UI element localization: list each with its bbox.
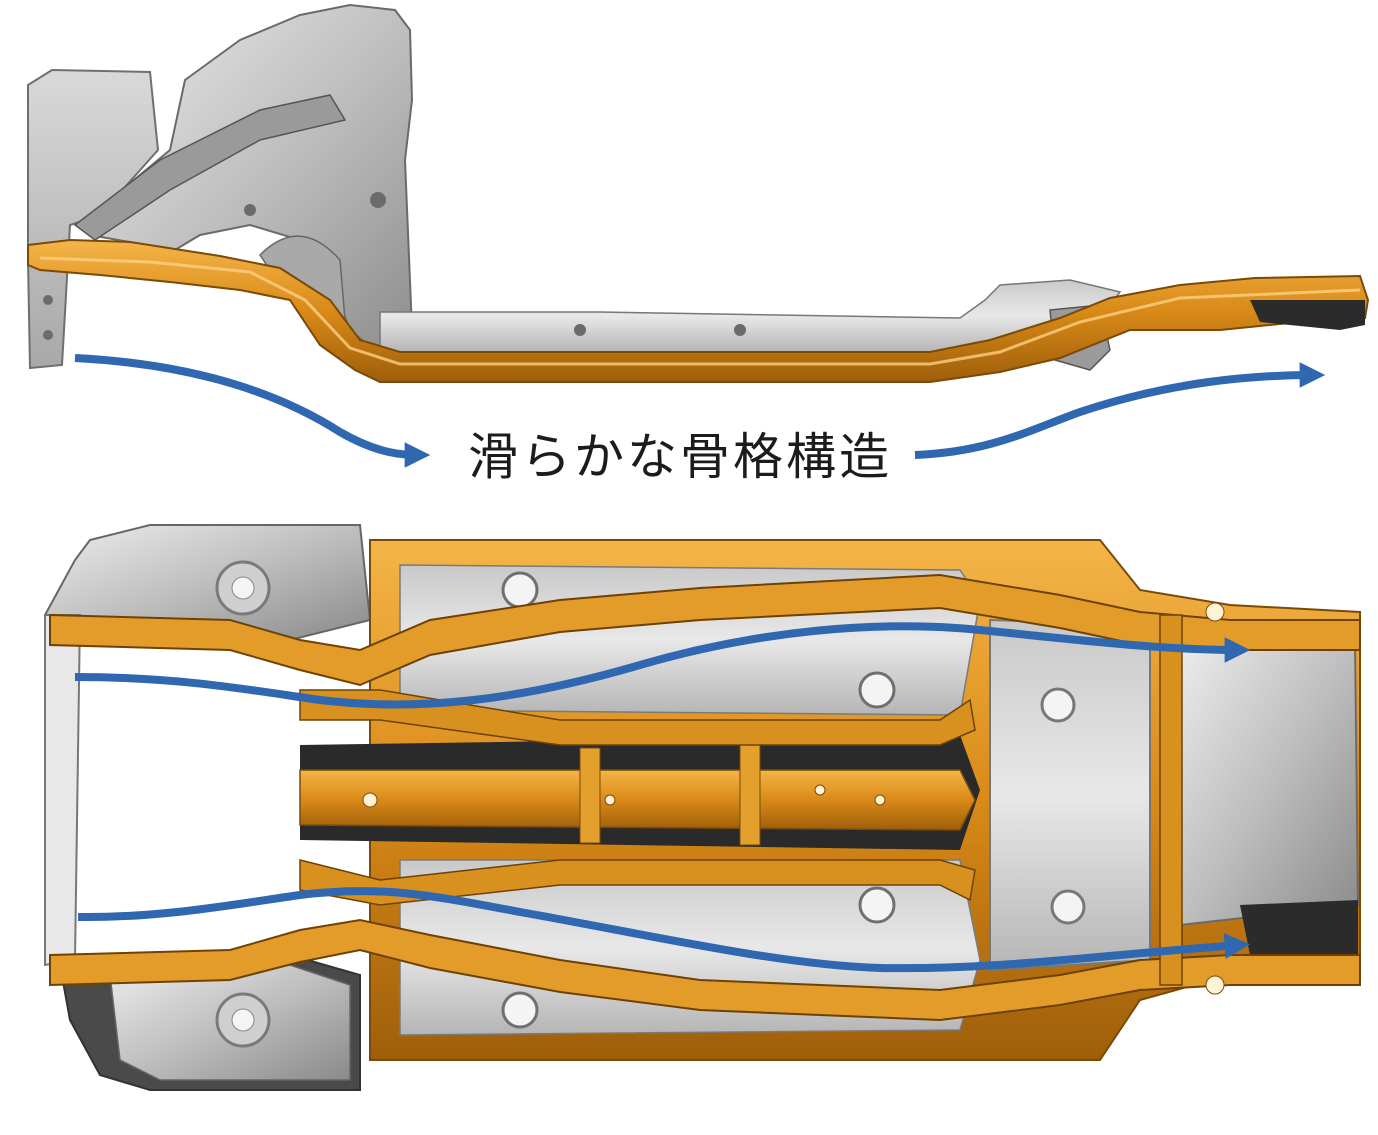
flow-arrow-upper [74, 622, 1251, 709]
side-view-frame [27, 3, 1370, 383]
underbody-plan-view [43, 524, 1361, 1091]
diagram-caption: 滑らかな骨格構造 [468, 428, 892, 486]
flow-arrow-right [914, 362, 1326, 459]
flow-arrow-lower [77, 887, 1251, 973]
flow-arrow-left [74, 354, 431, 468]
